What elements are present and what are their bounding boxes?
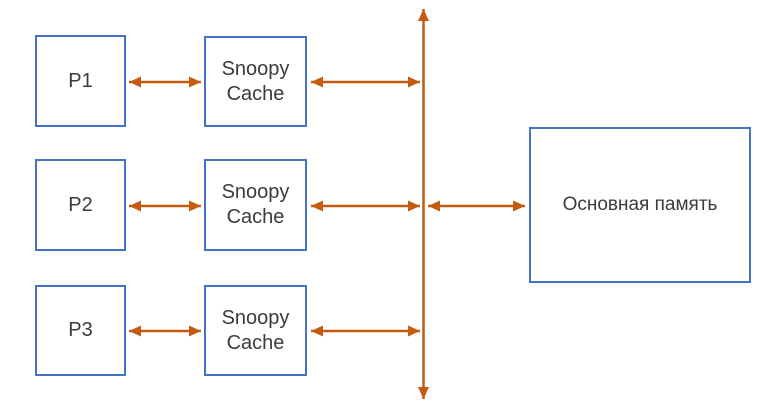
node-label: P1 [68, 69, 93, 92]
node-label: Snoopy Cache [221, 181, 290, 228]
node-snoopy-cache-1: Snoopy Cache [204, 36, 307, 127]
node-processor-p1: P1 [35, 35, 126, 127]
node-main-memory: Основная память [529, 127, 751, 283]
node-snoopy-cache-3: Snoopy Cache [204, 285, 307, 376]
node-label: Snoopy Cache [221, 306, 290, 354]
node-snoopy-cache-2: Snoopy Cache [204, 159, 307, 251]
node-label: Основная память [562, 194, 718, 216]
node-label: P2 [68, 193, 93, 216]
node-label: Snoopy Cache [221, 57, 290, 105]
node-processor-p2: P2 [35, 159, 126, 251]
node-processor-p3: P3 [35, 285, 126, 376]
node-label: P3 [68, 319, 93, 341]
